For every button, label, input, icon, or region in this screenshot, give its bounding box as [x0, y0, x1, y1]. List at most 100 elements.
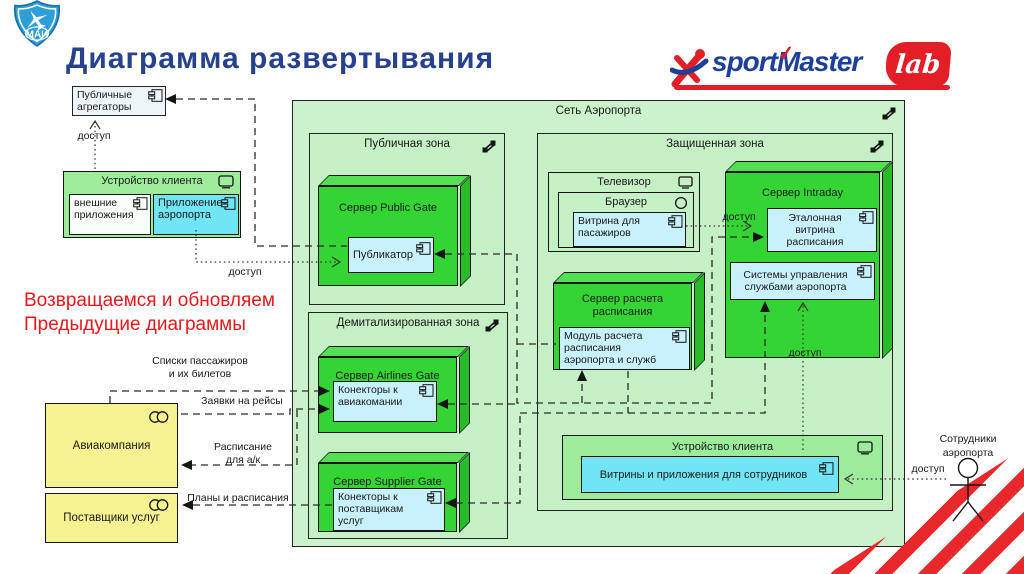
actor-label: аэропорта [943, 447, 994, 459]
server-schedule-calc: Сервер расчета расписания Модуль расчета… [553, 283, 692, 370]
server-intraday: Сервер Intraday Эталонная витрина распис… [725, 172, 880, 358]
component-publisher: Публикатор [348, 237, 434, 273]
component-mgmt-systems: Системы управления службами аэропорта [730, 262, 875, 300]
component-icon [859, 211, 874, 224]
server-public-gate-label: Сервер Public Gate [338, 202, 438, 214]
component-icon [133, 197, 148, 210]
brand-m: M✓ [777, 42, 800, 78]
node-public-aggregators: Публичные агрегаторы [72, 86, 166, 116]
arrowhead [182, 500, 193, 510]
component-airlines-connectors-label: Конекторы к авиакомании [338, 384, 403, 408]
lab-badge-text: lab [894, 49, 942, 80]
network-icon [882, 107, 896, 120]
display-icon [678, 176, 694, 189]
edge-label-plans: Планы и расписания [187, 492, 288, 504]
lab-badge: lab [884, 42, 952, 87]
network-icon [482, 140, 496, 153]
network-icon [870, 140, 884, 153]
server-supplier-gate: Сервер Supplier Gate Конекторы к поставщ… [318, 463, 457, 532]
mai-logo-text: МАИ [26, 30, 49, 41]
node-staff-device-title: Устройство клиента [671, 441, 774, 453]
node-airline-label: Авиакомпания [72, 439, 151, 452]
server-airlines-gate: Сервер Airlines Gate Конекторы к авиаком… [318, 357, 457, 433]
server-airlines-gate-label: Сервер Airlines Gate [335, 370, 440, 382]
component-publisher-label: Публикатор [353, 249, 413, 261]
component-icon [672, 330, 687, 343]
component-icon [419, 384, 434, 397]
network-icon [485, 319, 499, 332]
node-airport-network-title: Сеть Аэропорта [555, 105, 642, 117]
actor-head [957, 457, 979, 479]
component-staff-showcases-label: Витрины и приложения для сотрудников [599, 468, 808, 481]
sportmaster-logo: sportM✓aster lab [668, 40, 958, 95]
arrowhead [181, 460, 192, 470]
component-external-apps-label: внешние приложения [74, 197, 134, 221]
node-client-device-title: Устройство клиента [101, 175, 203, 187]
server-schedule-calc-label: Сервер расчета расписания [581, 293, 664, 318]
component-passenger-showcase: Витрина для пасажиров [573, 212, 686, 247]
annotation-note-line2: Предыдущие диаграммы [24, 314, 246, 335]
node-browser-title: Браузер [605, 196, 647, 208]
component-supplier-connectors: Конекторы к поставщикам услуг [333, 488, 445, 531]
node-browser: Браузер Витрина для пасажиров [558, 192, 694, 248]
component-calc-module: Модуль расчета расписания аэропорта и сл… [559, 327, 690, 370]
edge-schedule-for-airlines [192, 410, 298, 466]
open-arrowhead [89, 119, 101, 130]
node-suppliers-label: Поставщики услуг [63, 512, 160, 524]
node-airline: Авиакомпания [45, 403, 178, 488]
sportmaster-wordmark: sportM✓aster [712, 42, 862, 78]
brand-underline [674, 85, 950, 90]
edge-label-schedule: Расписание [214, 441, 272, 453]
node-tv: Телевизор Браузер Витрина для пасажиров [548, 172, 700, 252]
component-airport-app-label: Приложение аэропорта [158, 197, 223, 221]
actor-label: Сотрудники [940, 433, 997, 445]
server-supplier-gate-label: Сервер Supplier Gate [333, 476, 442, 488]
component-airlines-connectors: Конекторы к авиакомании [333, 381, 437, 422]
node-staff-device: Устройство клиента Витрины и приложения … [562, 435, 883, 500]
component-calc-module-label: Модуль расчета расписания аэропорта и сл… [564, 330, 657, 366]
zone-dmz-title: Демитализированная зона [336, 317, 480, 329]
edge-label-passenger-lists: Списки пассажиров [152, 355, 248, 367]
component-reference-showcase: Эталонная витрина расписания [767, 208, 877, 252]
component-icon [148, 89, 163, 102]
brand-m-letter: M [777, 46, 800, 77]
annotation-note: Возвращаемся и обновляем Предыдущие диаг… [24, 289, 284, 337]
page-title: Диаграмма развертывания [66, 42, 495, 75]
component-passenger-showcase-label: Витрина для пасажиров [578, 215, 640, 239]
server-public-gate: Сервер Public Gate Публикатор [318, 186, 458, 286]
component-supplier-connectors-label: Конекторы к поставщикам услуг [338, 491, 404, 527]
brand-aster: aster [799, 46, 862, 77]
component-external-apps: внешние приложения [69, 194, 151, 235]
brand-m-check-icon: ✓ [776, 42, 795, 66]
zone-secure-title: Защищенная зона [666, 138, 764, 150]
edge-label-schedule: для а/к [226, 454, 261, 466]
component-icon [221, 197, 236, 210]
device-icon [857, 441, 874, 455]
component-icon [427, 491, 442, 504]
mai-logo-icon: МАИ [12, 0, 62, 55]
node-tv-title: Телевизор [597, 176, 651, 188]
server-intraday-label: Сервер Intraday [762, 187, 843, 199]
brand-sport: sport [712, 46, 778, 77]
component-icon [416, 242, 431, 255]
edge-label-access: доступ [911, 463, 944, 475]
node-client-device: Устройство клиента внешние приложения Пр… [63, 171, 241, 238]
component-reference-showcase-label: Эталонная витрина расписания [786, 212, 844, 248]
edge-passenger-lists [109, 390, 319, 403]
component-airport-app: Приложение аэропорта [153, 194, 239, 235]
node-public-aggregators-label: Публичные агрегаторы [77, 89, 133, 113]
browser-circle-icon [674, 196, 688, 210]
zone-public-title: Публичная зона [364, 138, 450, 150]
node-marker-icon [147, 410, 171, 424]
component-icon [819, 462, 834, 475]
component-icon [857, 265, 872, 278]
device-icon [218, 175, 235, 189]
node-marker-icon [147, 498, 171, 512]
component-mgmt-systems-label: Системы управления службами аэропорта [743, 269, 848, 293]
arrowhead [165, 94, 176, 104]
node-suppliers: Поставщики услуг [45, 493, 178, 543]
sportmaster-runner-icon [669, 46, 710, 93]
edge-label-flight-requests: Заявки на рейсы [201, 395, 283, 407]
edge-label-passenger-lists: и их билетов [169, 368, 232, 380]
